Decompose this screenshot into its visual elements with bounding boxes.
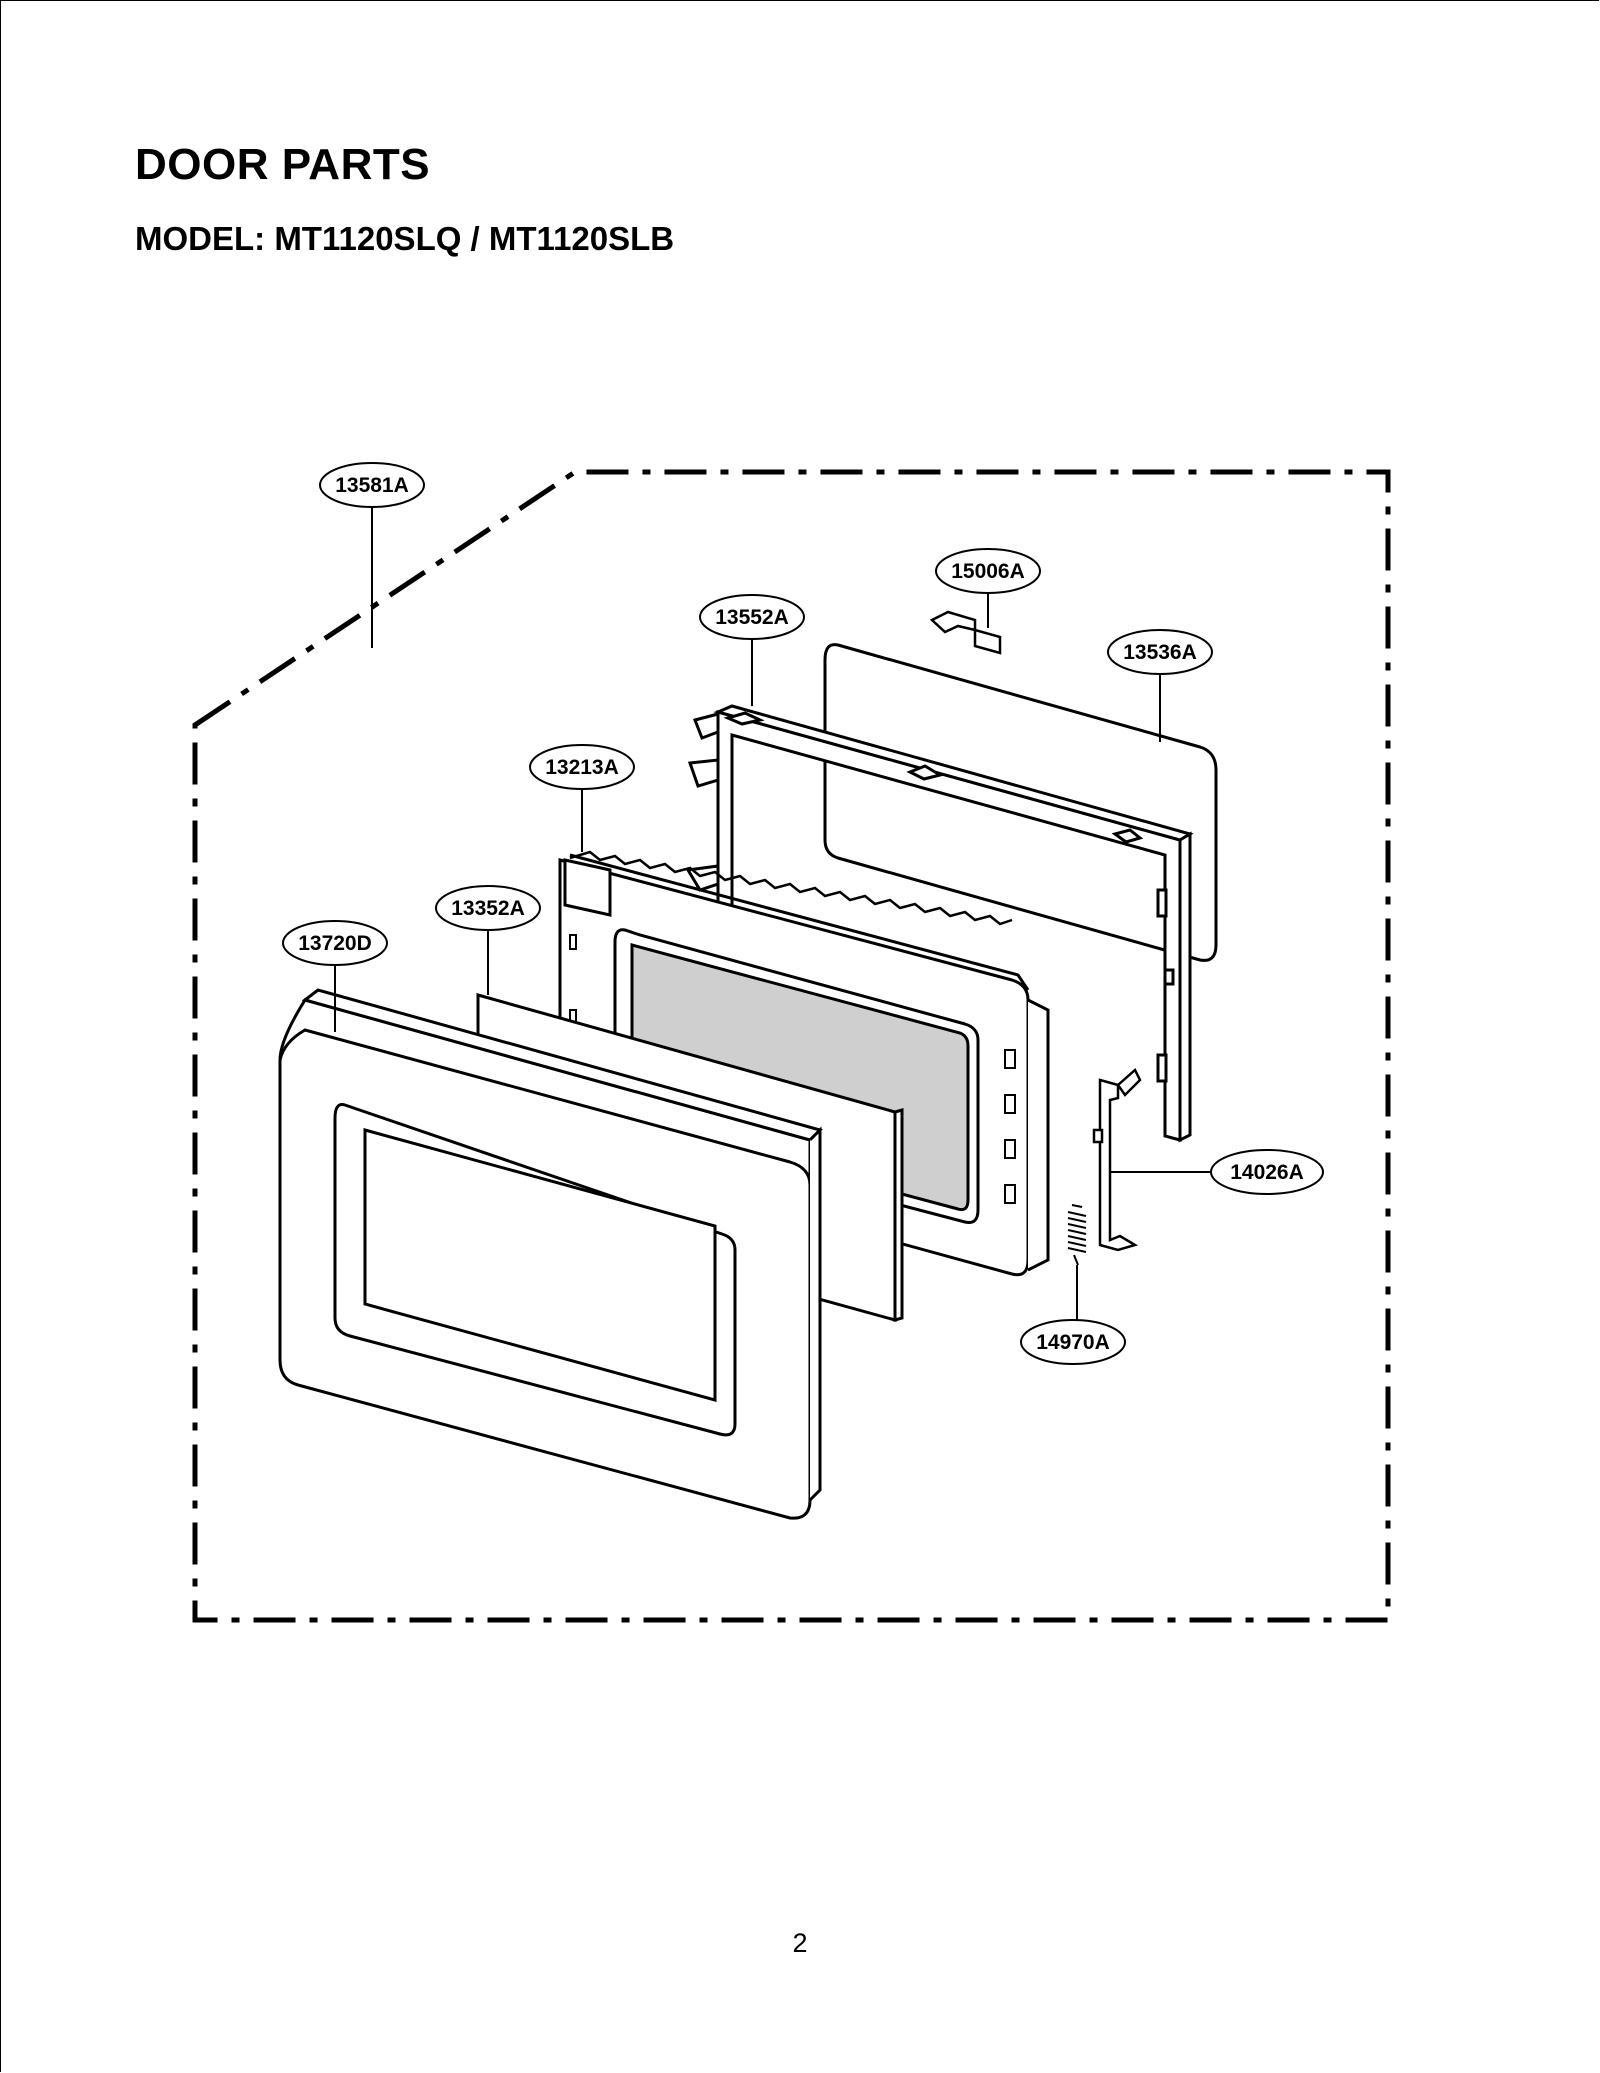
callout-15006A: 15006A xyxy=(935,548,1041,594)
callout-13536A: 13536A xyxy=(1107,629,1213,675)
svg-text:13352A: 13352A xyxy=(451,897,525,920)
part-13720D-front-door xyxy=(278,988,823,1520)
svg-text:13552A: 13552A xyxy=(715,606,789,629)
part-14970A-spring xyxy=(1067,1204,1087,1266)
model-subtitle: MODEL: MT1120SLQ / MT1120SLB xyxy=(135,220,675,257)
callout-13352A: 13352A xyxy=(435,885,541,931)
page-title: DOOR PARTS xyxy=(135,140,431,189)
svg-text:13581A: 13581A xyxy=(335,474,409,497)
part-15006A-clip xyxy=(929,610,1002,655)
callout-13581A: 13581A xyxy=(319,462,425,508)
callout-14970A: 14970A xyxy=(1020,1319,1126,1365)
callout-13552A: 13552A xyxy=(699,594,805,640)
part-13552A-frame xyxy=(685,704,1194,1143)
page-number: 2 xyxy=(792,1928,808,1958)
svg-text:14970A: 14970A xyxy=(1036,1331,1110,1354)
svg-text:13213A: 13213A xyxy=(545,756,619,779)
svg-text:14026A: 14026A xyxy=(1230,1161,1304,1184)
callout-13213A: 13213A xyxy=(529,744,635,790)
part-14026A-hook xyxy=(1092,1067,1142,1252)
svg-text:15006A: 15006A xyxy=(951,560,1025,583)
svg-text:13720D: 13720D xyxy=(298,932,372,955)
leader-lines xyxy=(334,508,1210,1322)
assembly-boundary xyxy=(192,469,1391,1623)
callout-14026A: 14026A xyxy=(1210,1149,1324,1195)
callout-13720D: 13720D xyxy=(282,920,388,966)
svg-text:13536A: 13536A xyxy=(1123,641,1197,664)
